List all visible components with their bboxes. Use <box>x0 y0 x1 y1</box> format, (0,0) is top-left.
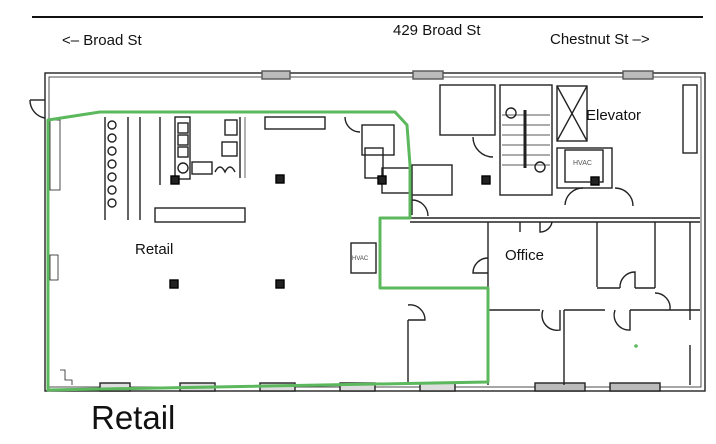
hvac-label-left: HVAC <box>352 256 369 262</box>
column <box>169 279 179 289</box>
street-right-label: Chestnut St –> <box>550 31 650 48</box>
room-label-elevator: Elevator <box>586 107 642 124</box>
column <box>377 175 387 185</box>
room-label-retail: Retail <box>135 241 174 258</box>
column <box>275 174 285 184</box>
column <box>590 176 600 186</box>
hvac-label-right: HVAC <box>573 160 592 167</box>
address-label: 429 Broad St <box>393 22 481 39</box>
column <box>481 175 491 185</box>
column <box>170 175 180 185</box>
street-left-label: <– Broad St <box>62 32 142 49</box>
marker-dot <box>634 344 638 348</box>
stairs <box>499 84 553 196</box>
caption-retail: Retail <box>91 399 176 436</box>
bar-stools <box>107 120 117 208</box>
column <box>275 279 285 289</box>
retail-boundary <box>46 110 490 392</box>
room-label-office: Office <box>505 247 544 264</box>
elevator-shaft <box>556 85 588 142</box>
